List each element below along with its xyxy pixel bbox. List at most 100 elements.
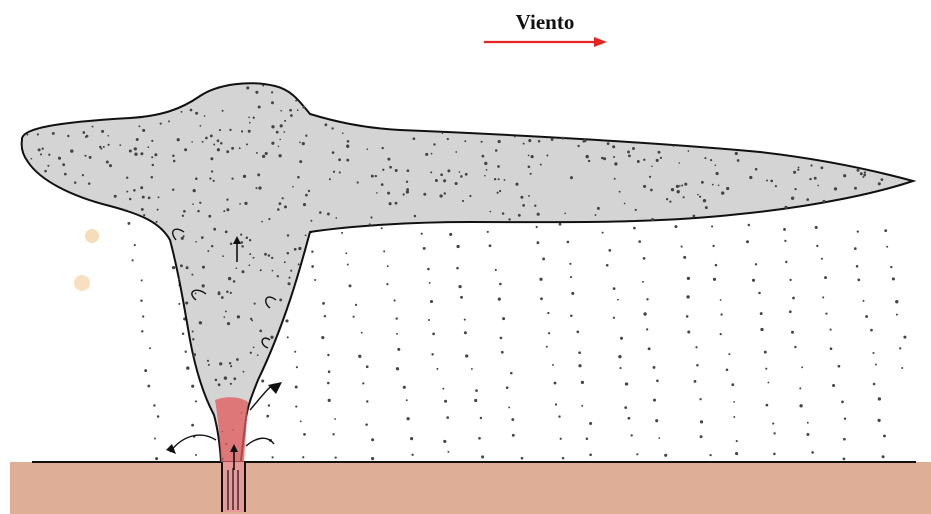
falling-ash-particle [664, 454, 667, 457]
falling-ash-particle [465, 354, 468, 357]
ash-particle [614, 162, 617, 165]
ash-particle [241, 245, 244, 248]
ash-particle [577, 145, 579, 147]
ash-particle [295, 100, 297, 102]
ash-particle [226, 208, 229, 211]
ash-particle [133, 189, 136, 192]
ash-particle [430, 171, 432, 173]
ash-particle [191, 141, 193, 143]
ash-particle [249, 253, 251, 255]
ash-particle [142, 196, 145, 199]
ash-particle [298, 247, 301, 250]
ash-particle [239, 147, 241, 149]
ash-particle [371, 175, 374, 178]
ash-particle [459, 171, 461, 173]
falling-ash-particle [347, 264, 349, 266]
ash-particle [280, 110, 282, 112]
falling-ash-particle [785, 261, 787, 263]
falling-ash-particle [715, 264, 718, 267]
falling-ash-particle [772, 423, 774, 425]
falling-ash-particle [489, 244, 492, 247]
falling-ash-particle [324, 315, 326, 317]
ash-particle [129, 198, 132, 201]
falling-ash-particle [789, 279, 791, 281]
ash-particle [140, 186, 143, 189]
falling-ash-particle [499, 283, 502, 286]
falling-ash-particle [856, 265, 859, 268]
ash-particle [271, 142, 274, 145]
falling-ash-particle [432, 333, 435, 336]
ash-particle [643, 185, 646, 188]
ash-particle [136, 138, 139, 141]
ash-particle [222, 255, 224, 257]
ash-particle [277, 208, 280, 211]
falling-ash-particle [700, 435, 703, 438]
ash-particle [673, 145, 675, 147]
ash-particle [276, 131, 279, 134]
ash-particle [107, 135, 109, 137]
falling-ash-particle [460, 296, 463, 299]
ash-particle [197, 210, 200, 213]
falling-ash-particle [773, 453, 776, 456]
ash-particle [834, 187, 837, 190]
falling-ash-particle [144, 369, 147, 372]
ash-particle [442, 132, 444, 134]
falling-ash-particle [658, 437, 660, 439]
falling-ash-particle [383, 250, 385, 252]
falling-ash-particle [816, 245, 818, 247]
ash-particle [271, 101, 274, 104]
ash-particle [857, 169, 860, 172]
ash-particle [357, 181, 359, 183]
ash-particle [514, 136, 516, 138]
ash-particle [308, 190, 310, 192]
falling-ash-particle [801, 366, 803, 368]
ash-particle [103, 146, 105, 148]
falling-ash-particle [328, 370, 331, 373]
ash-particle [502, 212, 505, 215]
ash-particle [522, 204, 525, 207]
ash-particle [302, 142, 305, 145]
ash-particle [681, 185, 683, 187]
falling-ash-particle [287, 336, 289, 338]
falling-ash-particle [899, 347, 901, 349]
falling-ash-particle [321, 336, 324, 339]
ash-particle [253, 347, 255, 349]
ash-particle [106, 161, 109, 164]
ash-particle [366, 148, 368, 150]
falling-ash-particle [371, 457, 374, 460]
ash-particle [688, 150, 690, 152]
ash-particle [715, 172, 718, 175]
ash-particle [347, 140, 350, 143]
falling-ash-particle [498, 298, 501, 301]
falling-ash-particle [397, 348, 400, 351]
ash-particle [249, 122, 251, 124]
ash-particle [677, 190, 680, 193]
ash-particle [47, 165, 49, 167]
falling-ash-particle [195, 454, 197, 456]
falling-ash-particle [890, 266, 892, 268]
ash-particle [755, 168, 758, 171]
falling-ash-particle [799, 404, 802, 407]
ash-particle [185, 301, 188, 304]
ash-particle [248, 130, 251, 133]
ash-particle [721, 191, 724, 194]
ash-particle [431, 153, 433, 155]
ash-particle [134, 147, 137, 150]
ash-particle [504, 179, 506, 181]
falling-ash-particle [865, 315, 868, 318]
ash-particle [48, 154, 50, 156]
falling-ash-particle [362, 382, 364, 384]
falling-ash-particle [589, 422, 592, 425]
falling-ash-particle [464, 319, 466, 321]
ash-particle [656, 159, 659, 162]
ash-particle [156, 221, 158, 223]
ash-particle [37, 133, 39, 135]
falling-ash-particle [475, 389, 478, 392]
ash-particle [443, 179, 446, 182]
falling-ash-particle [735, 452, 738, 455]
ash-particle [810, 164, 812, 166]
ash-particle [186, 266, 189, 269]
falling-ash-particle [446, 416, 449, 419]
falling-ash-particle [628, 417, 631, 420]
ash-particle [666, 198, 668, 200]
